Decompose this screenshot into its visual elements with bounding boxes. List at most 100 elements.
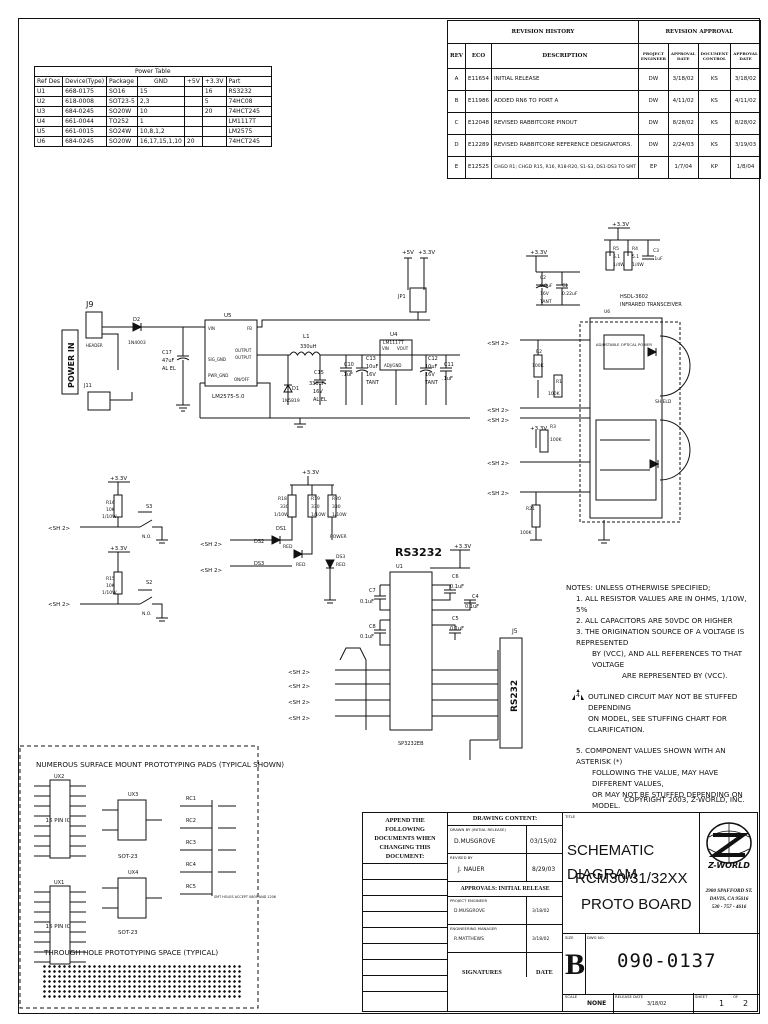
address-line-3: 530 - 757 - 4616 (711, 904, 747, 910)
l1-value: 330uH (300, 344, 317, 350)
rs232-section: RS3232 +3.3V U1 SP3232EB C7 0.1uF C8 0.1… (288, 544, 523, 760)
through-hole-grid (42, 964, 242, 998)
table-cell: U6 (33, 136, 64, 147)
c5-label: C5 (452, 616, 459, 622)
revised-by-value: J. NAUER (458, 866, 485, 873)
sheet-number: 1 (719, 999, 725, 1008)
led-section: +3.3V R18 330 1/10W R19 330 1/10W R20 33… (200, 470, 347, 604)
ux4-label: UX4 (128, 870, 138, 876)
plus33v-label: +3.3V (110, 546, 127, 552)
revision-history: REVISION HISTORY REVISION APPROVAL REV E… (446, 20, 761, 179)
eng-manager-value: R.MATTHEWS (454, 937, 484, 942)
power-in-box (61, 329, 79, 395)
u6-ir-chip (589, 317, 663, 519)
pe-label: PROJECT ENGINEER (450, 898, 488, 903)
smt-note: SMT HOLES ACCEPT 0805 AND 1206 (214, 895, 276, 899)
r4-resistor (623, 251, 633, 271)
r1-resistor (553, 374, 563, 398)
ux2-ic-label: 16 PIN IC (45, 818, 70, 824)
sh-port-label: <SH 2> (200, 568, 222, 574)
rev-pe: EP (637, 156, 669, 179)
scale-value: NONE (587, 1000, 607, 1007)
drawn-by-value: D.MUSGROVE (454, 838, 496, 845)
c13-value: 10uF (366, 364, 379, 370)
pe-value: D.MUSGROVE (454, 909, 485, 914)
sh-port-label: <SH 2> (288, 716, 310, 722)
u4-part-label: LM1117T (383, 340, 404, 346)
ux4-pad (117, 877, 147, 919)
note-3c: ARE REPRESENTED BY (VCC). (622, 671, 728, 680)
size-label: SIZE (565, 935, 574, 940)
title-block: APPEND THE FOLLOWING DOCUMENTS WHEN CHAN… (362, 812, 759, 1013)
sheet-label: SHEET (695, 994, 708, 999)
c15-label: C15 (314, 370, 324, 376)
plus33v-label: +3.3V (612, 222, 629, 228)
c17-value: 47uF (162, 358, 175, 364)
ir-box-text: ADJUSTABLE OPTICAL POWER (596, 342, 652, 347)
col-project-engineer: PROJECT ENGINEER (637, 43, 669, 69)
rev-letter: D (446, 134, 467, 157)
c7-label: C7 (369, 588, 376, 594)
c17-type: AL EL (162, 366, 176, 372)
copyright: COPYRIGHT 2003, Z-WORLD, INC. (624, 795, 745, 804)
note-5a: 5. COMPONENT VALUES SHOWN WITH AN ASTERI… (576, 746, 726, 766)
ir-part-label: HSDL-3602 (620, 294, 648, 300)
rev-date: 1/8/04 (730, 156, 761, 179)
r18-value: 330 (280, 504, 289, 510)
table-cell: 16,17,15,1,10 (136, 136, 185, 147)
u5-pin-label: VIN (208, 326, 215, 331)
revised-by-label: REVISED BY (450, 855, 473, 860)
sh-port-label: <SH 2> (487, 491, 509, 497)
title-label: TITLE (565, 814, 576, 819)
ux2-pad (49, 779, 71, 859)
r20-label: R20 (332, 496, 341, 502)
sh-port-label: <SH 2> (200, 542, 222, 548)
u5-part-label: LM2575-5.0 (212, 394, 245, 400)
r20-wattage: 1/10W (332, 512, 347, 518)
r3-value: 100K (550, 437, 563, 443)
plus33v-label: +3.3V (530, 426, 547, 432)
r16-wattage: 1/10W (102, 514, 117, 520)
notes-head: NOTES: UNLESS OTHERWISE SPECIFIED; (566, 583, 711, 592)
scale-label: SCALE (565, 994, 578, 999)
r19-label: R19 (311, 496, 320, 502)
rev-description: CHGD R1; CHGD R15, R16, R18-R20, S1-S3, … (491, 156, 639, 179)
c17-label: C17 (162, 350, 172, 356)
drawing-content-column: DRAWING CONTENT: DRAWN BY (INITIAL RELEA… (447, 812, 563, 1012)
ir-transceiver-section: +3.3V R5 5.1 1/4W R4 5.1 1/4W C3 .1uF +3… (487, 222, 691, 544)
r4-label: R4 (632, 246, 638, 252)
c2-voltage: 16V (540, 291, 550, 297)
rev-dc: KP (697, 156, 732, 179)
proto-section: NUMEROUS SURFACE MOUNT PROTOTYPING PADS … (19, 745, 284, 1009)
rev-eco: E12525 (465, 156, 493, 179)
note-5c: OR MAY NOT BE STUFFED DEPENDING ON MODEL… (592, 790, 743, 810)
s2-label: S2 (146, 580, 152, 586)
title-line-1: SCHEMATIC DIAGRAM (567, 842, 655, 883)
title-area: TITLE SCHEMATIC DIAGRAM RCM30/31/32XX PR… (562, 812, 759, 1013)
r16-resistor (113, 494, 123, 518)
col-approval-date: APPROVAL DATE (667, 43, 699, 69)
note-5b: FOLLOWING THE VALUE, MAY HAVE DIFFERENT … (592, 768, 719, 788)
ir-shield-label: SHIELD (655, 399, 672, 405)
r20-value: 330 (332, 504, 341, 510)
ds3-label: DS3 (254, 561, 264, 567)
col-description: DESCRIPTION (491, 43, 639, 69)
size-value: B (565, 948, 586, 981)
c3-label: C3 (653, 248, 659, 254)
warning-number: 4 (575, 692, 581, 700)
c15-voltage: 16V (313, 389, 323, 395)
sheet-total: 2 (743, 999, 749, 1008)
proto-outline (19, 745, 259, 1009)
d2-part-label: 1N4003 (128, 340, 146, 346)
c5-value: 0.1uF (450, 626, 464, 632)
power-supply-section: J9 POWER IN HEADER J11 D2 1N4003 C17 47u… (61, 250, 470, 428)
r16-label: R16 (106, 500, 115, 506)
rev-letter: E (446, 156, 467, 179)
ux1-label: UX1 (54, 880, 64, 886)
c12-value: 10uF (425, 364, 438, 370)
d1-part-label: 1N5819 (282, 398, 300, 404)
jp1-label: JP1 (397, 294, 406, 300)
r3-resistor (539, 429, 549, 453)
